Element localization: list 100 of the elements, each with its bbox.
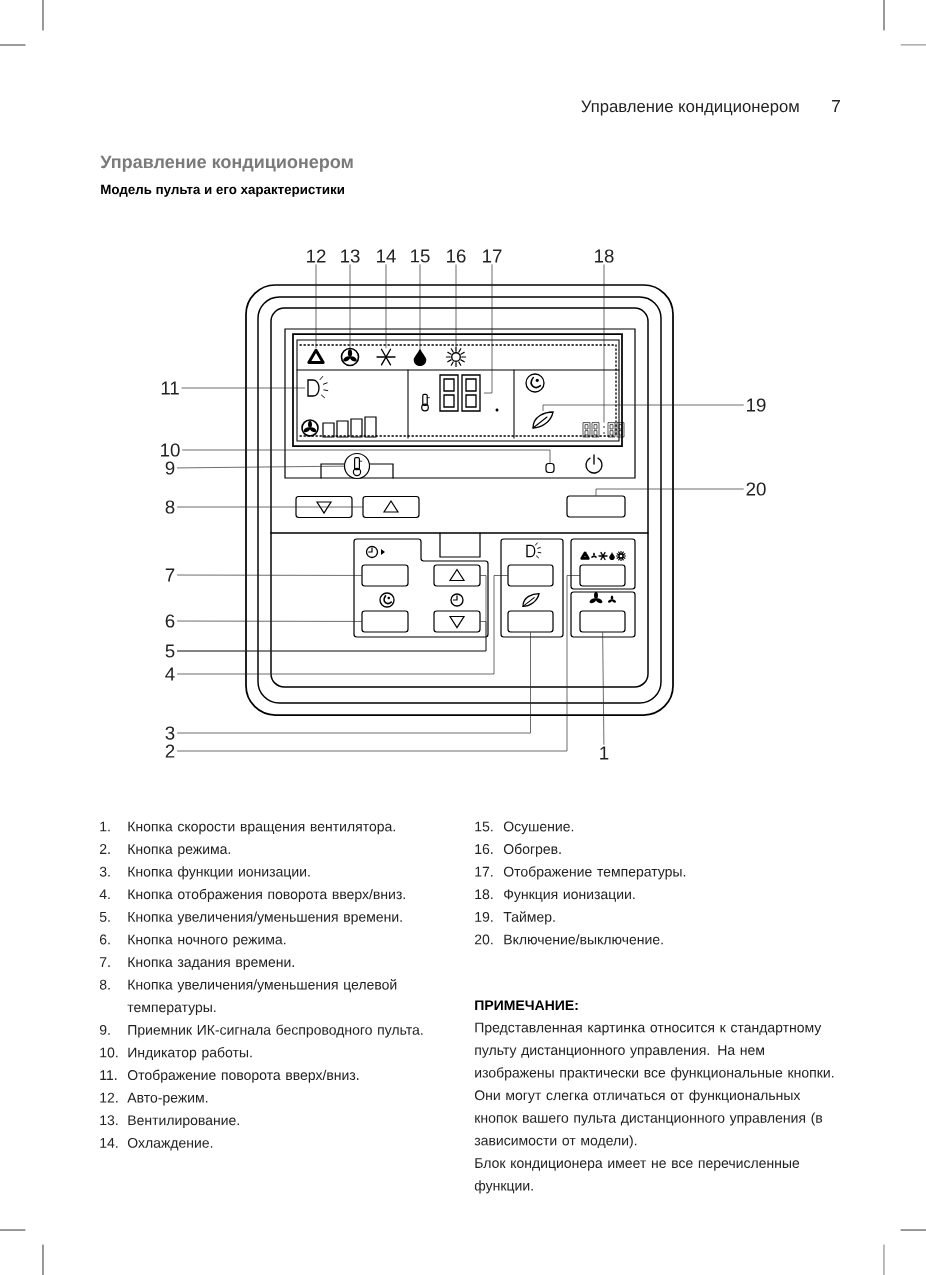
callout-number: 7 (165, 568, 175, 582)
leader-line (595, 488, 744, 496)
temperature-digits (439, 374, 481, 412)
ionization-button (507, 610, 554, 633)
auto-mode-icon (307, 348, 325, 364)
note-paragraph: Блок кондиционера имеет не все перечисленные функции. (474, 1158, 800, 1194)
night-mode-button (361, 610, 409, 633)
list-text: Кнопка увеличения/уменьшения целевой температуры. (127, 979, 397, 1015)
leader-line (603, 264, 605, 423)
swing-icon (307, 376, 329, 399)
fan-speed-button (579, 610, 626, 633)
list-text: Вентилирование. (128, 1115, 239, 1128)
list-number: 2. (100, 844, 110, 854)
leader-line (177, 575, 580, 752)
leader-line (349, 264, 351, 349)
leader-line (315, 264, 317, 349)
temperature-down-button (295, 495, 353, 519)
list-number: 5. (99, 912, 110, 922)
leader-line (181, 387, 306, 389)
list-text: Обогрев. (503, 843, 561, 857)
list-text: Кнопка режима. (128, 844, 231, 857)
callout-number: 5 (165, 644, 175, 658)
power-button (566, 495, 626, 518)
indicator-lamp (545, 462, 555, 474)
list-text: Включение/выключение. (504, 934, 663, 945)
list-number: 20. (475, 934, 493, 945)
callout-number: 20 (746, 482, 766, 496)
callout-number: 8 (165, 500, 175, 514)
running-header: Управление кондиционером (581, 100, 799, 116)
leader-line (177, 632, 531, 734)
subtitle: Модель пульта и его характеристики (101, 184, 344, 197)
list-text: Осушение. (503, 821, 574, 835)
list-number: 17. (475, 866, 493, 877)
list-number: 14. (100, 1138, 118, 1148)
list-text: Кнопка отображения поворота вверх/вниз. (128, 888, 405, 902)
time-down-button (433, 610, 481, 633)
list-number: 16. (475, 844, 493, 855)
leader-line (177, 575, 508, 675)
leader-line (177, 506, 363, 508)
list-number: 4. (99, 889, 110, 900)
list-text: Кнопка скорости вращения вентилятора. (128, 821, 395, 835)
leaf-icon (532, 411, 554, 429)
title: Управление кондиционером (100, 155, 353, 172)
drop-icon (413, 348, 427, 366)
list-text: Функция ионизации. (504, 889, 635, 902)
list-number: 13. (100, 1115, 118, 1126)
timer-digits (582, 422, 625, 438)
leader-line (419, 264, 421, 349)
leader-line (385, 264, 387, 349)
note-paragraph: Представленная картинка относится к стандартному пульту дистанционного управления. На нем изображены практически все функциональные кнопки. Они могут слегка отличаться от функциональных кнопок вашего пульта дистанционного управления (в зависимости от модели). (474, 1022, 834, 1149)
leader-line (455, 264, 457, 349)
list-text: Кнопка задания времени. (128, 957, 294, 970)
leader-line (182, 449, 551, 464)
callout-number: 15 (411, 249, 430, 263)
swing-button (507, 564, 554, 587)
callout-number: 10 (161, 443, 180, 457)
list-number: 6. (100, 934, 110, 945)
temperature-up-button (362, 495, 420, 519)
leader-line (177, 620, 362, 622)
callout-number: 4 (165, 667, 175, 681)
leader-line (483, 264, 493, 394)
callout-number: 16 (447, 249, 466, 263)
note-heading: ПРИМЕЧАНИЕ: (475, 1000, 578, 1010)
time-up-button (433, 564, 481, 587)
sun-icon (445, 346, 467, 368)
callout-number: 12 (307, 249, 326, 263)
list-number: 1. (100, 821, 110, 832)
list-text: Кнопка функции ионизации. (128, 866, 310, 880)
callout-number: 11 (161, 381, 179, 395)
list-number: 18. (475, 889, 493, 900)
list-text: Авто-режим. (127, 1092, 208, 1106)
snowflake-icon (376, 348, 396, 366)
list-number: 19. (475, 911, 493, 922)
list-text: Отображение температуры. (503, 866, 686, 880)
list-number: 3. (99, 866, 110, 877)
list-number: 7. (100, 957, 110, 967)
list-number: 12. (100, 1092, 118, 1103)
list-text: Индикатор работы. (128, 1047, 252, 1061)
callout-number: 9 (165, 461, 175, 475)
list-number: 15. (475, 821, 493, 832)
list-text: Кнопка ночного режима. (128, 934, 286, 948)
callout-number: 13 (341, 249, 360, 263)
leader-line (177, 465, 345, 469)
timer-button (361, 564, 409, 587)
list-number: 8. (99, 979, 110, 990)
callout-number: 14 (377, 249, 396, 263)
fan-icon (340, 347, 360, 367)
callout-number: 6 (165, 614, 175, 628)
leader-line (177, 574, 362, 576)
list-number: 10. (100, 1047, 118, 1058)
mode-button (579, 564, 626, 587)
list-text: Приемник ИК-сигнала беспроводного пульта. (128, 1024, 423, 1038)
page-number: 7 (832, 100, 840, 112)
callout-number: 17 (483, 249, 502, 263)
list-text: Охлаждение. (127, 1137, 213, 1151)
list-number: 9. (99, 1024, 110, 1035)
list-text: Таймер. (503, 911, 555, 925)
leader-line (542, 404, 744, 412)
list-text: Кнопка увеличения/уменьшения времени. (128, 911, 402, 925)
ir-receiver-icon (343, 452, 371, 480)
